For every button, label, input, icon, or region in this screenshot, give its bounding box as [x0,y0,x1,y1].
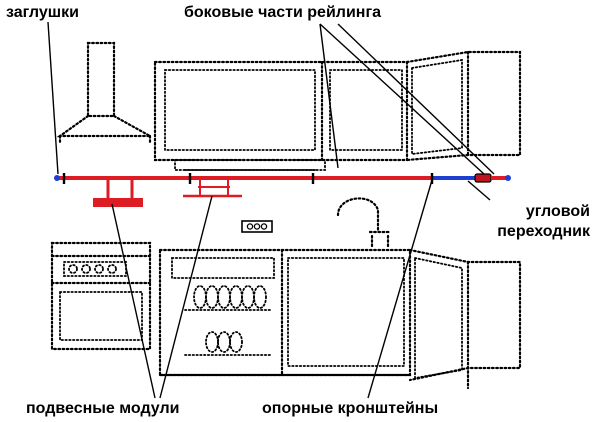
lower-cabinets [158,248,412,377]
label-hanging-modules: подвесные модули [26,400,180,417]
upper-corner-cabinet [405,50,522,162]
dishwasher-rack [184,285,273,356]
stove [50,241,152,351]
stove-knobs [68,264,117,274]
pointer-lines [47,21,495,399]
label-corner-adapter: угловой переходник [497,203,590,240]
lower-corner-cabinet [408,248,522,390]
upper-cabinets [153,60,409,171]
range-hood [56,41,155,144]
label-support-brackets: опорные кронштейны [262,400,439,417]
railing [54,173,511,184]
corner-adapter [474,173,492,183]
end-plug-right [505,175,511,181]
label-side-parts: боковые части рейлинга [184,4,382,21]
end-plug-left [54,175,60,181]
label-plugs: заглушки [6,4,79,21]
hanging-shelf-1 [93,198,143,207]
hanging-rack-2 [183,178,242,198]
wall-socket [241,220,273,233]
hanging-modules [93,178,242,207]
faucet [336,197,392,248]
